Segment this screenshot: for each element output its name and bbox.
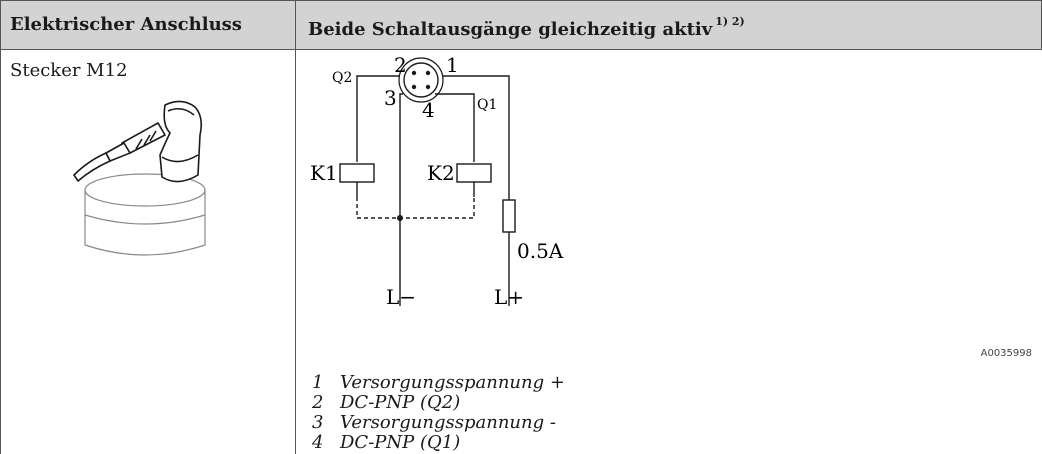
header-col2-label: Beide Schaltausgänge gleichzeitig aktiv: [308, 19, 713, 40]
legend-item: 4 DC-PNP (Q1): [312, 432, 460, 453]
label-fuse: 0.5A: [517, 239, 564, 263]
column-divider: [295, 0, 296, 454]
header-footnote-refs: 1) 2): [715, 15, 745, 28]
legend-text: DC-PNP (Q2): [340, 392, 461, 413]
table-border-left: [0, 0, 1, 454]
connector-label: Stecker M12: [10, 60, 128, 81]
label-k2: K2: [427, 161, 455, 185]
header-col1-label: Elektrischer Anschluss: [10, 14, 242, 35]
legend-item: 1 Versorgungsspannung +: [312, 372, 565, 393]
header-electrical-connection: Elektrischer Anschluss: [0, 0, 295, 50]
legend-number: 4: [312, 432, 324, 453]
label-q1: Q1: [477, 97, 497, 113]
m12-connector-illustration: [73, 100, 206, 256]
label-k1: K1: [310, 161, 338, 185]
label-pin-2: 2: [394, 53, 407, 77]
label-l-plus: L+: [494, 285, 524, 309]
junction-dot: [397, 215, 403, 221]
label-l-minus: L−: [386, 285, 416, 309]
legend-number: 2: [312, 392, 324, 413]
legend-number: 3: [312, 412, 324, 433]
figure-reference-code: A0035998: [980, 348, 1032, 359]
legend-number: 1: [312, 372, 324, 393]
legend-item: 2 DC-PNP (Q2): [312, 392, 460, 413]
label-pin-4: 4: [422, 98, 435, 122]
label-q2: Q2: [332, 70, 352, 86]
label-pin-1: 1: [446, 53, 459, 77]
label-pin-3: 3: [384, 86, 397, 110]
legend-text: Versorgungsspannung +: [340, 372, 565, 393]
wiring-diagram: Q2 2 1 3 4 Q1 K1 K2 0.5A L− L+: [310, 53, 564, 309]
legend-text: Versorgungsspannung -: [340, 412, 556, 433]
table-border-top: [0, 0, 1042, 1]
legend-text: DC-PNP (Q1): [340, 432, 461, 453]
legend-item: 3 Versorgungsspannung -: [312, 412, 556, 433]
